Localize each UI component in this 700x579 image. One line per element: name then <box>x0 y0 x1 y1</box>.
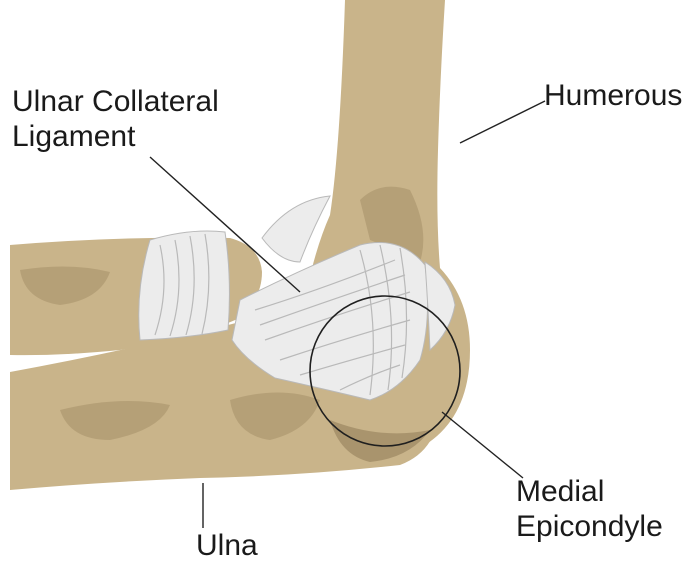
ulnar-collateral-ligament-label: Ulnar Collateral Ligament <box>12 84 219 154</box>
epicondyle-leader-line <box>441 411 524 479</box>
bone-shading <box>20 266 110 305</box>
bone-shading <box>230 392 320 440</box>
posterior-ligament-band <box>261 195 456 352</box>
epicondyle-label-line-1: Medial <box>516 475 605 508</box>
humerous-label: Humerous <box>544 79 683 112</box>
medial-epicondyle-label: Medial Epicondyle <box>516 474 663 544</box>
annular-ligament <box>138 230 230 341</box>
ucl-label-line-2: Ligament <box>12 120 136 153</box>
bone-shading <box>360 186 424 262</box>
epicondyle-label-line-2: Epicondyle <box>516 510 663 543</box>
bone-shading <box>60 401 170 440</box>
ucl-leader-line <box>149 156 301 293</box>
ucl-label-line-1: Ulnar Collateral <box>12 85 219 118</box>
bone-shading <box>330 420 430 462</box>
humerous-leader-line <box>459 100 546 144</box>
medial-epicondyle-circle <box>309 295 461 447</box>
ulna-label: Ulna <box>196 529 258 562</box>
